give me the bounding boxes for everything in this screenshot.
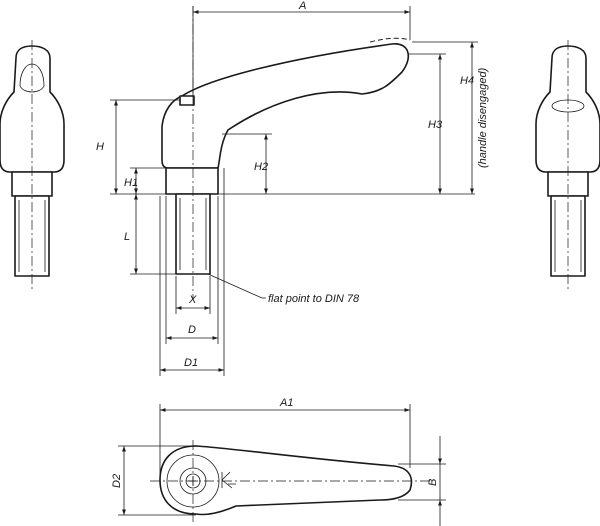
label-X: X	[188, 294, 197, 306]
front-view-lever	[161, 43, 410, 169]
front-view-lever-disengaged	[369, 37, 411, 43]
label-flat-point: flat point to DIN 78	[268, 293, 360, 305]
front-view: A H H1 L H2 H3 H4 (handle disengaged) X …	[96, 0, 489, 376]
front-view-hub	[165, 167, 219, 195]
label-handle-disengaged: (handle disengaged)	[477, 67, 489, 168]
logo-mark-icon	[221, 471, 236, 489]
front-view-top-nub	[179, 95, 195, 106]
label-A: A	[298, 0, 306, 12]
top-view: A1 D2 B	[111, 397, 446, 526]
label-L: L	[124, 231, 130, 243]
label-A1: A1	[279, 397, 293, 409]
top-view-lever	[159, 445, 413, 516]
left-view-grip-recess	[19, 63, 45, 93]
label-H: H	[96, 141, 104, 153]
label-D: D	[188, 324, 196, 336]
left-side-view	[0, 40, 65, 290]
label-H1: H1	[124, 177, 138, 189]
label-H2: H2	[254, 161, 268, 173]
label-H4: H4	[460, 75, 474, 87]
right-side-view	[535, 40, 600, 290]
label-D1: D1	[184, 357, 198, 369]
label-D2: D2	[111, 474, 123, 488]
label-B: B	[427, 479, 439, 486]
flat-point-leader	[207, 273, 266, 299]
label-H3: H3	[428, 119, 443, 131]
